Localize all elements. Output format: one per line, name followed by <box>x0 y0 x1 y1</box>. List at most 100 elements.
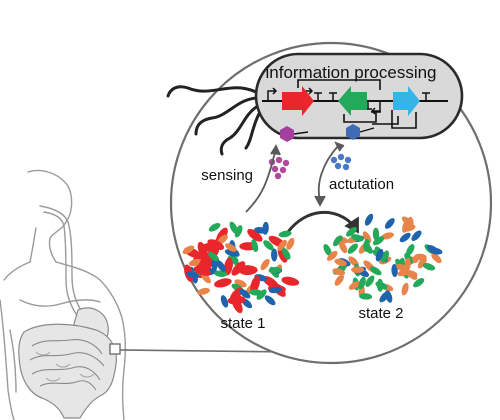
zoom-marker <box>109 343 121 355</box>
colon <box>18 323 117 419</box>
bacterium <box>397 268 411 277</box>
bacterium <box>363 238 370 252</box>
bacterium <box>270 248 278 262</box>
bacterium <box>422 262 436 271</box>
terminator-icon-3 <box>422 92 430 101</box>
bacterium <box>351 266 365 273</box>
bacterium <box>406 244 415 256</box>
bacterium <box>323 244 332 256</box>
state-2-population <box>323 213 443 303</box>
bacterium <box>197 241 208 260</box>
state-transition-arrow <box>286 211 356 233</box>
bacterium <box>186 271 199 279</box>
oesophagus-inner <box>43 211 77 315</box>
shoulder-left <box>3 261 31 281</box>
bacterium <box>239 289 251 299</box>
bacterium <box>268 266 282 274</box>
bacterium <box>250 275 261 293</box>
torso-left <box>0 299 15 420</box>
head-outline <box>27 169 73 263</box>
bacterium <box>391 264 398 277</box>
bacterium <box>254 226 268 234</box>
state-1-label: state 1 <box>220 315 265 332</box>
bacterium <box>256 289 267 300</box>
shoulder-right <box>55 261 127 420</box>
bacterium <box>264 295 276 306</box>
state-1-population <box>182 221 300 314</box>
zoom-connector <box>119 349 297 353</box>
sensing-signal-dots <box>268 156 290 180</box>
state-2-label: state 2 <box>358 305 403 322</box>
bacterium <box>234 225 243 238</box>
bacterium <box>216 260 226 272</box>
bacterium <box>381 232 394 240</box>
flagella <box>166 85 262 156</box>
bacterium <box>411 230 422 241</box>
actuator-line <box>372 116 399 125</box>
bacterium <box>286 237 295 250</box>
bacterium <box>193 266 211 276</box>
regulation-line-repress <box>343 111 381 123</box>
terminator-icon-2 <box>329 92 337 101</box>
regulation-line-top <box>297 79 381 90</box>
oesophagus <box>39 205 83 313</box>
bacterium <box>182 245 195 255</box>
bacterium <box>281 247 291 260</box>
promoter-icon-3 <box>370 101 381 115</box>
bacterium <box>260 258 270 271</box>
bacterium <box>208 251 220 262</box>
flagellum-3 <box>219 104 260 156</box>
bacterium <box>217 234 228 245</box>
bacterium <box>401 282 409 296</box>
bacterium <box>220 295 229 308</box>
bacterium <box>351 234 364 242</box>
sensing-label: sensing <box>201 167 253 184</box>
bacterium <box>358 276 366 290</box>
green-gene-arrow <box>338 86 367 116</box>
bacterium <box>231 261 246 276</box>
bacterium <box>268 286 282 294</box>
bacterium <box>188 258 202 267</box>
bacterium <box>197 287 210 295</box>
bacterium <box>362 231 372 244</box>
sensor-link-line <box>293 131 309 135</box>
actuation-arrowhead-bottom <box>314 195 326 207</box>
bacterium <box>225 243 237 252</box>
bacterium <box>332 268 346 276</box>
bacterium <box>384 218 395 229</box>
actuator-link-line <box>359 127 375 133</box>
bacterium <box>413 278 425 288</box>
cyan-gene-arrow <box>393 86 420 116</box>
bacterium <box>347 243 358 254</box>
bacterium <box>399 232 411 243</box>
chest-line <box>19 299 101 307</box>
bacterium <box>372 227 380 241</box>
bacterium <box>263 240 274 251</box>
bacterium <box>281 276 300 286</box>
bacterium <box>417 257 427 269</box>
bacterium <box>375 248 384 262</box>
bacterium <box>214 278 232 288</box>
bacterium <box>372 236 385 246</box>
bacterium <box>229 287 243 303</box>
bacterium <box>333 235 343 247</box>
bacterium <box>207 239 225 250</box>
actuation-arrow <box>317 145 339 201</box>
bacterium <box>369 266 382 276</box>
small-intestine-loops-2 <box>35 351 95 382</box>
sensing-arrowhead <box>270 144 281 156</box>
terminator-icon-1 <box>314 92 322 101</box>
regulation-lines <box>297 79 417 129</box>
regulation-line-bottom <box>391 110 417 129</box>
bacterium <box>247 228 263 242</box>
sensing-arrow <box>245 147 277 213</box>
abdomen-left <box>9 329 17 393</box>
small-intestine-loops <box>29 339 105 391</box>
flagellum-4 <box>244 110 262 150</box>
bacterium <box>346 227 357 237</box>
bacterium <box>431 252 442 264</box>
bacterium <box>214 270 228 277</box>
bacterium <box>230 253 239 266</box>
bacterium <box>375 281 388 290</box>
